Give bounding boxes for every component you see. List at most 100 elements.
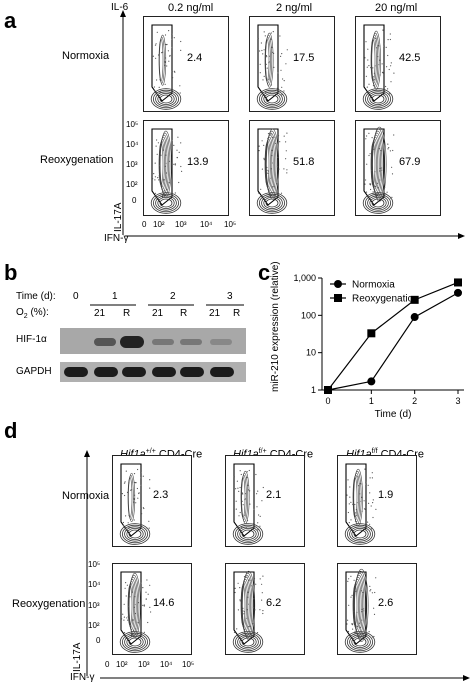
contour-ring [239, 636, 257, 649]
event-dot [380, 150, 382, 152]
event-dot [282, 78, 284, 80]
event-dot [372, 192, 374, 194]
event-dot [169, 54, 171, 57]
event-dot [257, 490, 259, 492]
event-dot [270, 84, 273, 86]
event-dot [248, 579, 250, 581]
panel-d-y-axis-arrow [84, 450, 90, 676]
event-dot [122, 613, 124, 615]
event-dot [143, 605, 145, 607]
event-dot [349, 486, 351, 488]
event-dot [360, 500, 362, 502]
event-dot [180, 142, 182, 144]
event-contour [128, 572, 141, 638]
event-dot [365, 483, 367, 485]
event-dot [247, 484, 249, 486]
event-dot [123, 482, 126, 484]
event-dot [236, 480, 238, 482]
series-line-normoxia [327, 292, 459, 391]
event-dot [246, 471, 248, 473]
event-dot [379, 59, 381, 61]
event-dot [351, 623, 353, 625]
y-tick-label: 1 [311, 385, 316, 395]
event-dot [277, 156, 279, 158]
event-dot [369, 585, 371, 587]
event-dot [140, 582, 142, 584]
event-dot [364, 468, 366, 470]
event-dot [262, 486, 264, 489]
event-dot [164, 165, 166, 167]
panel-d-gate-percentage: 2.6 [378, 597, 394, 610]
event-dot [382, 72, 384, 74]
event-dot [155, 145, 157, 147]
event-dot [142, 604, 144, 606]
event-dot [368, 154, 370, 157]
event-dot [363, 608, 365, 610]
event-dot [147, 593, 149, 595]
event-dot [148, 520, 150, 522]
event-dot [346, 494, 348, 496]
event-dot [260, 188, 262, 190]
event-dot [253, 523, 255, 525]
event-dot [164, 34, 167, 36]
event-dot [261, 168, 263, 170]
event-dot [171, 46, 173, 49]
panel-d-ytick-2: 10³ [88, 601, 100, 610]
event-dot [147, 621, 149, 624]
contour-ring [263, 93, 281, 106]
event-dot [166, 43, 168, 46]
event-dot [387, 54, 389, 57]
event-dot [246, 477, 248, 479]
event-dot [176, 157, 178, 159]
event-dot [126, 617, 128, 619]
event-contour [159, 34, 167, 86]
event-dot [257, 37, 259, 39]
event-dot [128, 514, 130, 517]
event-contour [266, 128, 280, 200]
event-dot [389, 150, 391, 152]
panel-a-ytick-2: 10³ [126, 160, 138, 169]
event-dot [174, 163, 176, 165]
event-dot [352, 628, 354, 630]
panel-a-row-1: Reoxygenation [40, 154, 114, 166]
event-dot [375, 577, 377, 579]
event-dot [390, 65, 392, 67]
point-normoxia [367, 377, 376, 386]
event-dot [255, 473, 257, 476]
contour-ring [119, 523, 151, 545]
point-reoxygenation [410, 295, 419, 304]
event-dot [250, 585, 252, 587]
event-dot [259, 50, 261, 52]
event-dot [361, 608, 363, 610]
panel-a-ytick-1: 10⁴ [126, 140, 139, 149]
event-dot [134, 482, 136, 484]
event-dot [241, 500, 243, 502]
event-dot [240, 473, 242, 476]
event-dot [239, 599, 241, 601]
event-dot [131, 489, 133, 491]
panel-d-flow-plot: 2.3 [112, 455, 192, 547]
event-dot [272, 162, 274, 164]
event-dot [267, 172, 269, 174]
event-dot [358, 622, 361, 624]
event-dot [146, 579, 148, 581]
event-dot [123, 619, 125, 621]
contour-ring [351, 528, 369, 541]
event-dot [366, 163, 368, 165]
event-dot [372, 67, 374, 69]
event-dot [162, 149, 164, 151]
event-dot [386, 66, 388, 68]
event-dot [270, 38, 272, 40]
event-dot [351, 594, 353, 596]
event-dot [377, 56, 379, 58]
event-dot [377, 193, 379, 195]
event-dot [280, 192, 283, 194]
event-dot [263, 31, 265, 33]
panel-d-xtick-3: 10⁴ [160, 660, 173, 669]
event-dot [254, 609, 256, 611]
panel-b-time-label: Time (d): [16, 291, 56, 302]
panel-d-xtick-1: 10² [116, 660, 128, 669]
event-dot [262, 612, 264, 615]
event-dot [243, 514, 245, 516]
event-dot [270, 32, 272, 34]
